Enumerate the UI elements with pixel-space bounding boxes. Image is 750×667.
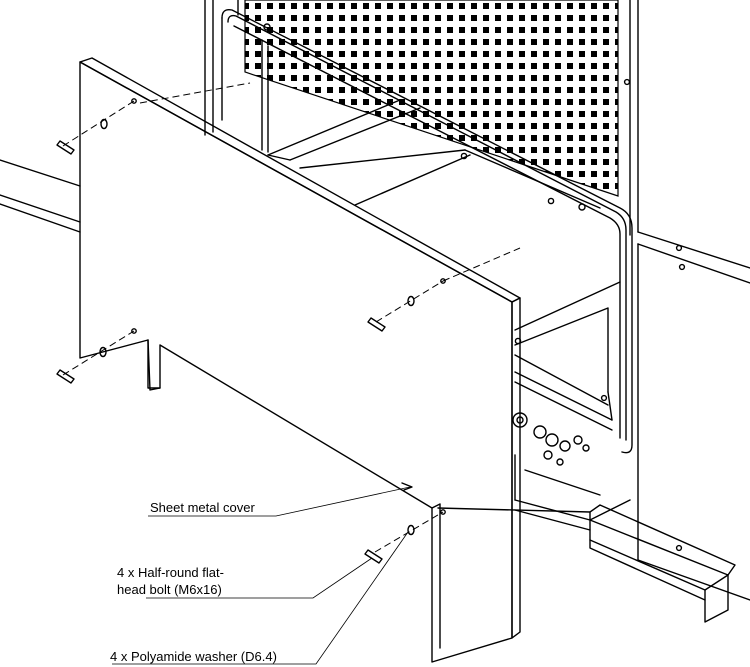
cabinet-frame bbox=[204, 0, 750, 601]
floor-rail-left bbox=[0, 159, 81, 233]
callout-sheet-metal-cover: Sheet metal cover bbox=[150, 500, 255, 515]
callout-bolt-line2: head bolt (M6x16) bbox=[117, 582, 222, 597]
bolt-washer-bottom-left bbox=[56, 330, 135, 384]
bolt-washer-top-left bbox=[56, 82, 251, 155]
perforated-panel bbox=[237, 0, 619, 197]
bolt-washer-top-right bbox=[367, 247, 521, 332]
sheet-metal-cover bbox=[79, 57, 521, 663]
callout-leaders bbox=[112, 482, 413, 665]
cable-glands bbox=[512, 412, 590, 466]
bolt-washer-bottom-right bbox=[364, 511, 444, 564]
floor-channel bbox=[514, 504, 736, 623]
callout-washer: 4 x Polyamide washer (D6.4) bbox=[110, 649, 277, 664]
cabinet-opening bbox=[221, 8, 633, 521]
callout-bolt-line1: 4 x Half-round flat- bbox=[117, 565, 224, 580]
